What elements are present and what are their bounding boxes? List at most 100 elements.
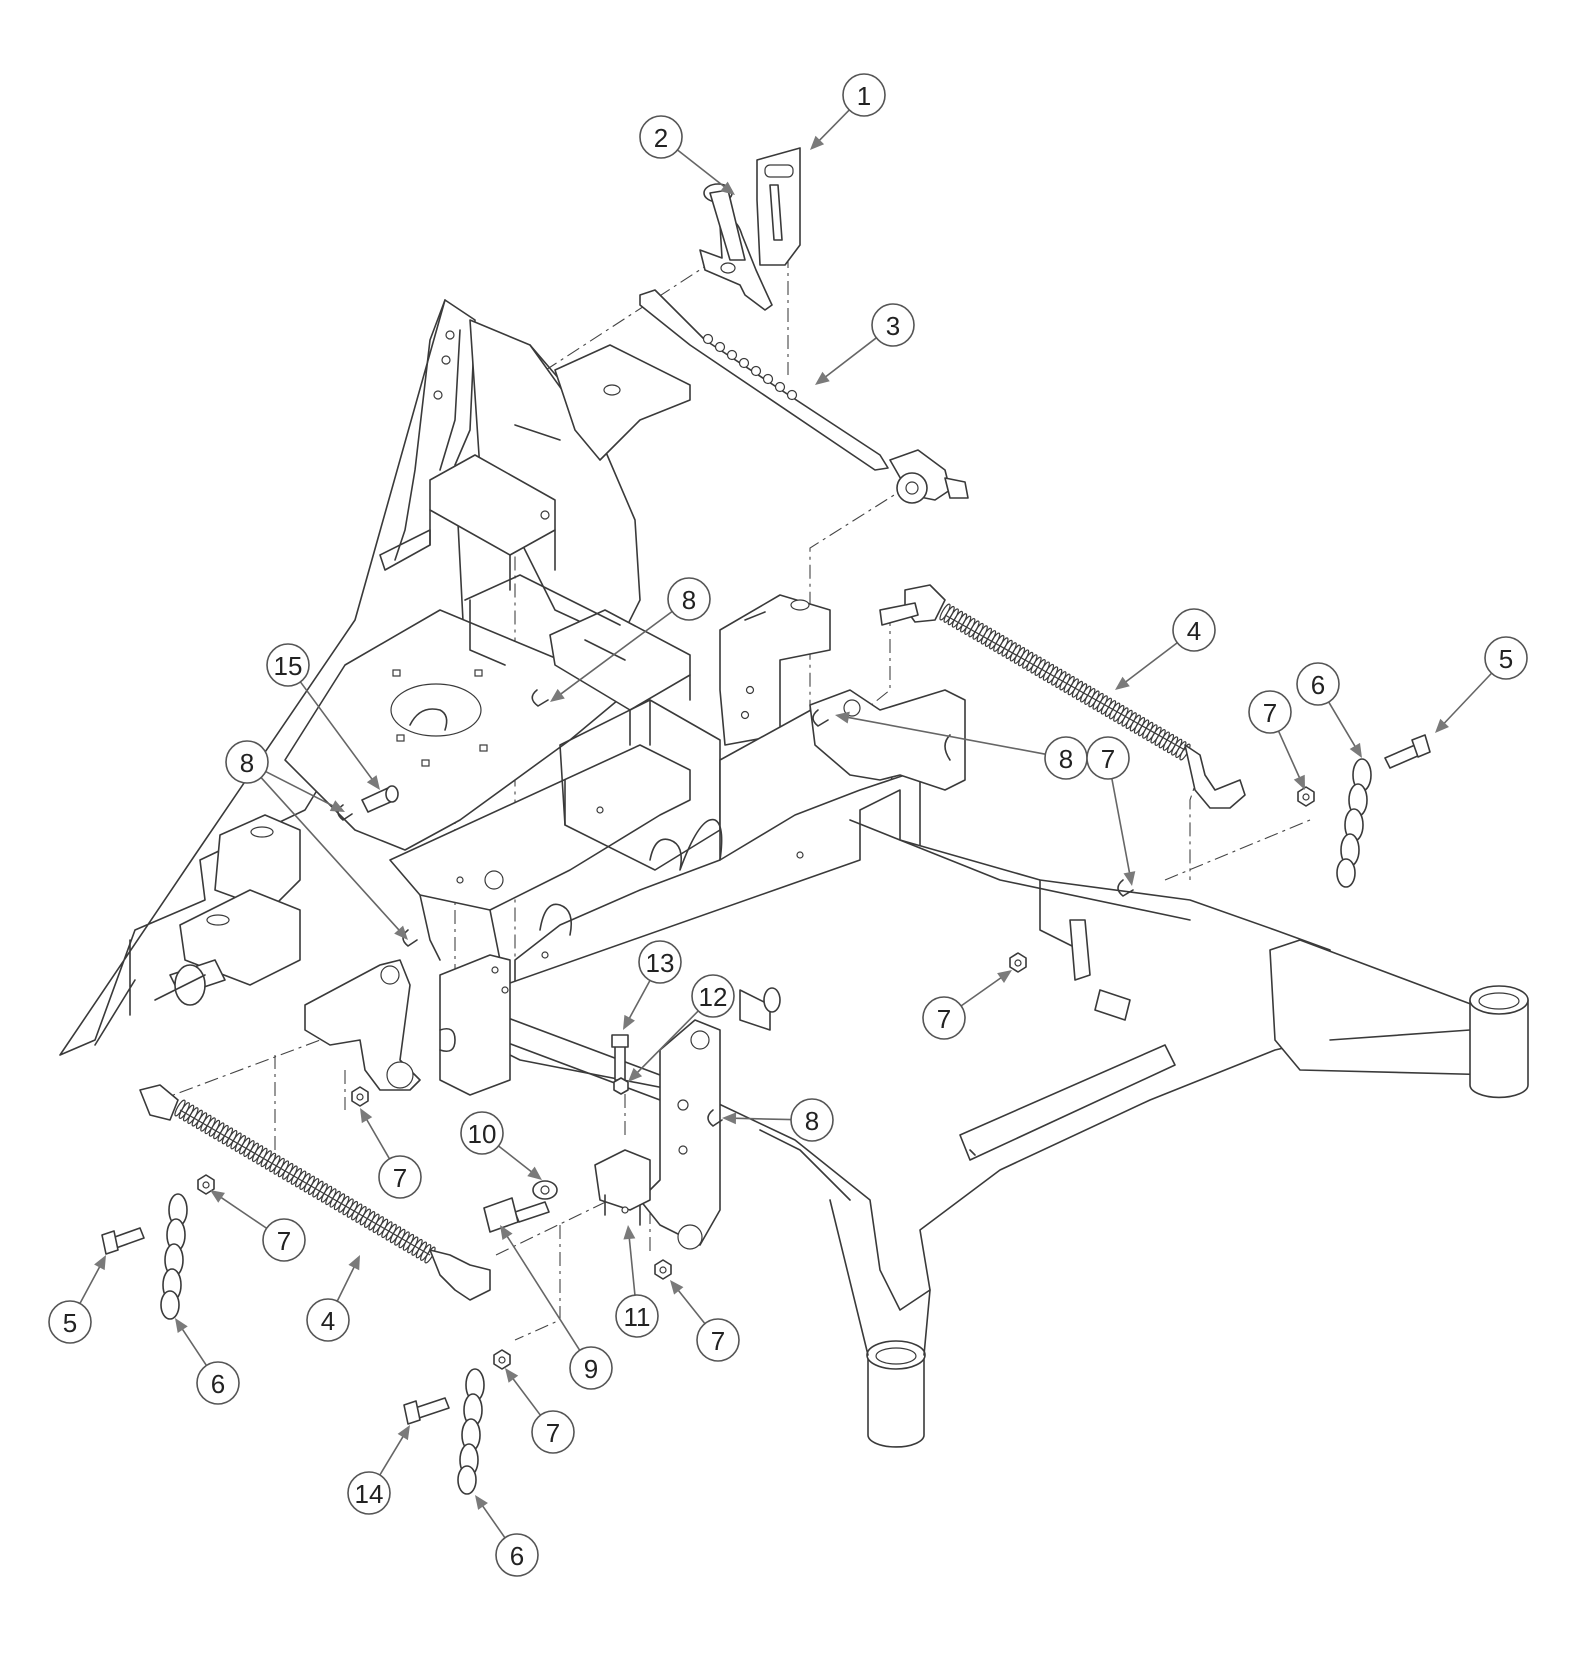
callout-c7a-leader xyxy=(1277,730,1302,782)
callout-c7b-arrowhead xyxy=(997,970,1012,983)
callout-c15-label: 15 xyxy=(274,651,303,681)
callout-c6b-label: 6 xyxy=(211,1369,225,1399)
callout-c8b-label: 8 xyxy=(1059,744,1073,774)
callout-c8c-2-arrowhead xyxy=(394,925,408,940)
callout-c3-label: 3 xyxy=(886,311,900,341)
callout-c4a-arrowhead xyxy=(1115,676,1130,690)
callout-c8b-arrowhead xyxy=(835,711,850,724)
spring-part-4-lower xyxy=(139,1084,491,1301)
callout-c7e-leader xyxy=(1111,778,1131,877)
callout-c7f-label: 7 xyxy=(711,1326,725,1356)
callout-c8c-circle xyxy=(225,740,269,784)
callout-c7a-arrowhead xyxy=(1293,774,1305,790)
callout-c12-label: 12 xyxy=(699,982,728,1012)
callout-c5a-arrowhead xyxy=(1435,718,1449,733)
spring-part-4-upper xyxy=(879,584,1246,809)
callout-c7a-label: 7 xyxy=(1263,698,1277,728)
callout-c8d-circle xyxy=(790,1098,834,1142)
callout-c3-leader xyxy=(822,337,877,380)
callout-c6b-circle xyxy=(196,1361,240,1405)
callout-c15-leader xyxy=(299,681,375,783)
callout-c5a-leader xyxy=(1441,672,1493,727)
callout-c7g-arrowhead xyxy=(505,1368,519,1383)
callout-c13-label: 13 xyxy=(646,948,675,978)
callout-c8d-leader xyxy=(731,1117,792,1121)
callout-c6a-arrowhead xyxy=(1349,742,1362,758)
callout-c4b-leader xyxy=(336,1263,357,1302)
callout-c7d-leader xyxy=(217,1194,268,1229)
callout-c7f-arrowhead xyxy=(670,1280,684,1295)
callout-c7c-arrowhead xyxy=(360,1108,373,1124)
callout-c2-leader xyxy=(677,149,728,190)
callout-c9-circle xyxy=(569,1346,613,1390)
callout-c6c-arrowhead xyxy=(475,1495,488,1510)
callout-c15-circle xyxy=(266,643,310,687)
chain-part-6-left xyxy=(160,1193,188,1320)
callout-c7f-leader xyxy=(675,1287,706,1325)
callout-c7g-circle xyxy=(531,1410,575,1454)
callout-c5b-label: 5 xyxy=(63,1308,77,1338)
callout-c7d-circle xyxy=(262,1218,306,1262)
callout-c4b-circle xyxy=(306,1298,350,1342)
callout-c5b-leader xyxy=(79,1263,102,1304)
callout-c8d-label: 8 xyxy=(805,1106,819,1136)
callout-c7c-leader xyxy=(364,1116,391,1160)
callout-c6b-leader xyxy=(179,1325,208,1366)
callout-c5b-circle xyxy=(48,1300,92,1344)
callout-c14-arrowhead xyxy=(397,1425,410,1441)
latch-plate-part-1 xyxy=(756,147,801,266)
callout-c6c-label: 6 xyxy=(510,1541,524,1571)
callout-c4a-circle xyxy=(1172,608,1216,652)
callout-c7e-circle xyxy=(1086,736,1130,780)
chain-part-6-bottom xyxy=(457,1368,485,1495)
callout-c9-leader xyxy=(504,1233,581,1351)
callout-c3-circle xyxy=(871,303,915,347)
callout-c9-label: 9 xyxy=(584,1354,598,1384)
callout-c8d-arrowhead xyxy=(722,1112,737,1125)
callout-c8b-leader xyxy=(844,716,1046,755)
chain-part-6-right xyxy=(1336,758,1372,888)
callout-c12-circle xyxy=(691,974,735,1018)
callout-c14-leader xyxy=(379,1433,406,1476)
callout-c6c-circle xyxy=(495,1533,539,1577)
callout-c4b-label: 4 xyxy=(321,1306,335,1336)
callout-c6b-arrowhead xyxy=(175,1318,188,1333)
callout-c8c-leader xyxy=(265,770,337,809)
callout-c12-leader xyxy=(634,1010,699,1076)
main-frame xyxy=(59,299,1529,1448)
callout-c2-circle xyxy=(639,115,683,159)
callout-c7f-circle xyxy=(696,1318,740,1362)
callout-c7g-label: 7 xyxy=(546,1418,560,1448)
callout-c8a-arrowhead xyxy=(550,688,565,702)
callout-c1-label: 1 xyxy=(857,81,871,111)
callout-c15-arrowhead xyxy=(366,775,380,790)
callout-c8a-circle xyxy=(667,577,711,621)
callout-c1-leader xyxy=(816,109,850,144)
callout-c14-circle xyxy=(347,1471,391,1515)
callout-c11-arrowhead xyxy=(623,1225,636,1240)
callout-c2-arrowhead xyxy=(720,181,735,195)
callout-c4a-label: 4 xyxy=(1187,616,1201,646)
callout-c8a-leader xyxy=(557,610,673,697)
callout-c6a-leader xyxy=(1328,701,1358,750)
callout-c10-arrowhead xyxy=(527,1166,542,1180)
callout-c11-leader xyxy=(628,1234,636,1296)
callout-c8a-label: 8 xyxy=(682,585,696,615)
callout-c14-label: 14 xyxy=(355,1479,384,1509)
callout-c7c-label: 7 xyxy=(393,1163,407,1193)
callout-c13-circle xyxy=(638,940,682,984)
callout-c1-circle xyxy=(842,73,886,117)
callout-c4a-leader xyxy=(1122,642,1178,685)
callout-c11-circle xyxy=(615,1294,659,1338)
callout-c9-arrowhead xyxy=(500,1225,513,1241)
callout-c6c-leader xyxy=(480,1502,506,1539)
callout-c5a-circle xyxy=(1484,636,1528,680)
callout-c7e-arrowhead xyxy=(1123,871,1136,886)
callout-c7b-leader xyxy=(960,975,1005,1007)
adjust-rod-part-3 xyxy=(639,289,969,504)
callout-c6a-label: 6 xyxy=(1311,670,1325,700)
callout-c7b-circle xyxy=(922,996,966,1040)
